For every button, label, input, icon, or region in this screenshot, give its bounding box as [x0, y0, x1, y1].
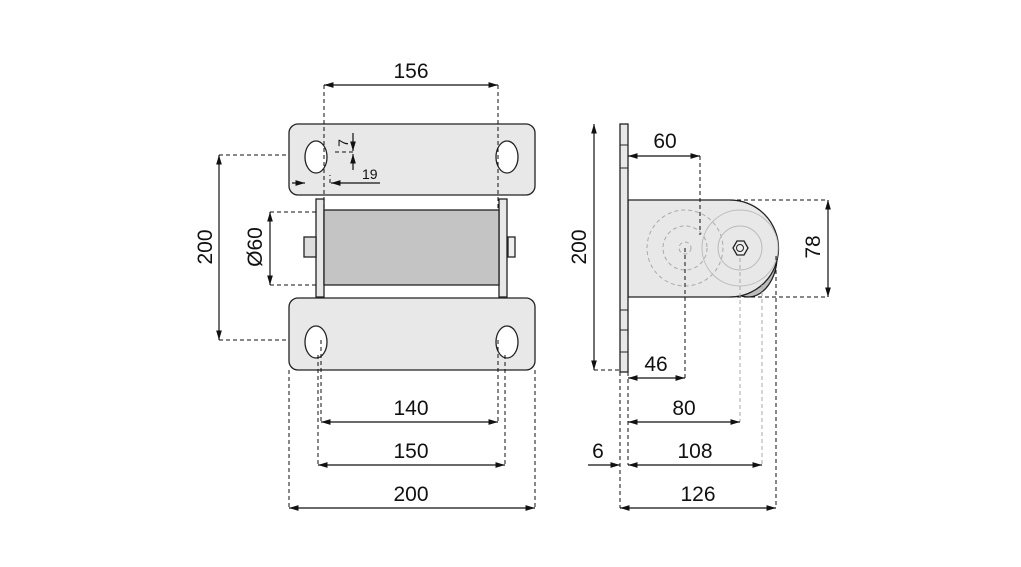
- dim-200-height: 200: [194, 229, 217, 264]
- front-view: 156 200 Ø60 7 19 140 150 200: [194, 60, 536, 511]
- bottom-mounting-plate: [288, 297, 536, 371]
- bracket-body: [627, 199, 780, 298]
- nut-icon: [732, 240, 749, 256]
- side-view: 60 200 78 46 80 108 6 126: [568, 123, 831, 511]
- dim-46: 46: [644, 353, 667, 376]
- dim-diameter-60: Ø60: [244, 227, 267, 267]
- dim-200-side: 200: [568, 229, 591, 264]
- slot-hole: [304, 325, 328, 359]
- dim-6: 6: [592, 440, 604, 463]
- dim-60: 60: [653, 130, 676, 153]
- dim-200-width: 200: [393, 483, 428, 506]
- bolt-head-icon: [303, 236, 317, 258]
- dim-108: 108: [677, 440, 712, 463]
- dim-126: 126: [680, 483, 715, 506]
- dim-19: 19: [362, 166, 378, 182]
- roller: [323, 209, 500, 286]
- dim-140: 140: [393, 397, 428, 420]
- side-bracket-right: [498, 198, 508, 298]
- axle-end: [507, 236, 516, 258]
- side-bracket-left: [315, 198, 325, 298]
- dim-7: 7: [335, 139, 351, 147]
- slot-hole: [304, 140, 328, 174]
- slot-hole: [495, 325, 519, 359]
- dim-78: 78: [802, 235, 825, 258]
- slot-hole: [495, 140, 519, 174]
- wall-plate: [619, 123, 629, 373]
- dim-150: 150: [393, 440, 428, 463]
- dim-80: 80: [672, 397, 695, 420]
- dim-156: 156: [393, 60, 428, 83]
